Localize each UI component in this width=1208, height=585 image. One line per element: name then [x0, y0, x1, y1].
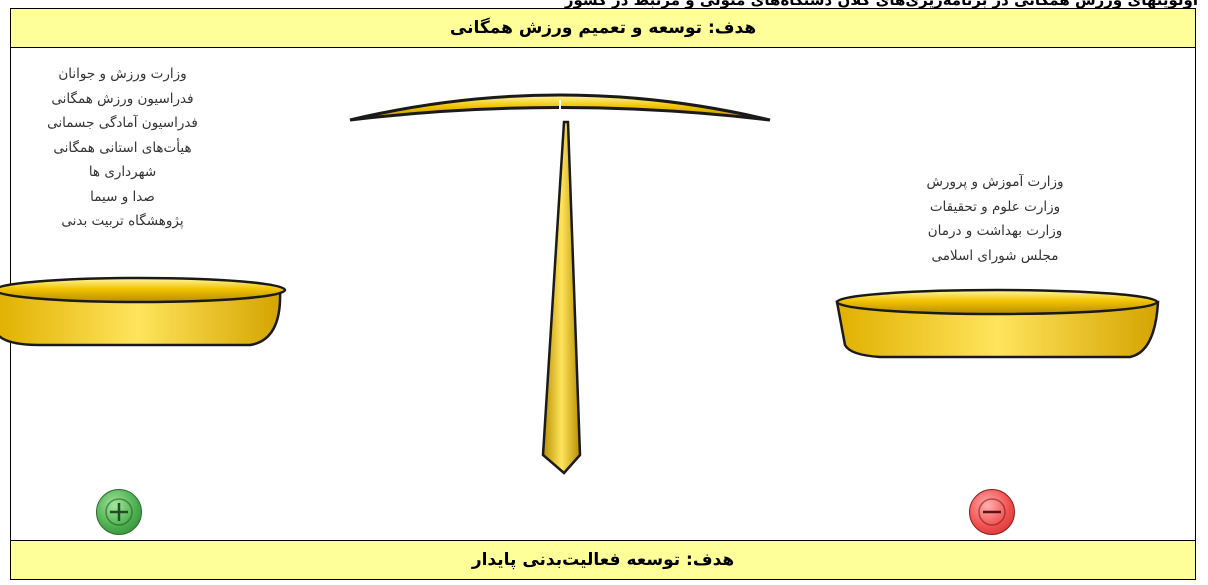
list-item: وزارت آموزش و پرورش: [895, 170, 1095, 195]
list-item: وزارت ورزش و جوانان: [15, 62, 230, 87]
plus-button[interactable]: [96, 489, 142, 535]
list-item: شهرداری ها: [15, 160, 230, 185]
list-item: فدراسیون آمادگی جسمانی: [15, 111, 230, 136]
plus-circle-icon: [104, 497, 134, 527]
left-pan-list: وزارت ورزش و جوانان فدراسیون ورزش همگانی…: [15, 62, 230, 234]
minus-circle-icon: [977, 497, 1007, 527]
bottom-goal-banner: هدف: توسعه فعالیت‌بدنی پایدار: [10, 540, 1196, 580]
list-item: وزارت علوم و تحقیقات: [895, 195, 1095, 220]
list-item: وزارت بهداشت و درمان: [895, 219, 1095, 244]
list-item: هیأت‌های استانی همگانی: [15, 136, 230, 161]
scale-needle: [543, 122, 580, 473]
minus-button[interactable]: [969, 489, 1015, 535]
list-item: صدا و سیما: [15, 185, 230, 210]
right-pan: [837, 290, 1158, 357]
list-item: فدراسیون ورزش همگانی: [15, 87, 230, 112]
bottom-goal-text: هدف: توسعه فعالیت‌بدنی پایدار: [472, 550, 734, 570]
right-pan-list: وزارت آموزش و پرورش وزارت علوم و تحقیقات…: [895, 170, 1095, 268]
list-item: پژوهشگاه تربیت بدنی: [15, 209, 230, 234]
left-pan: [0, 278, 285, 345]
list-item: مجلس شورای اسلامی: [895, 244, 1095, 269]
